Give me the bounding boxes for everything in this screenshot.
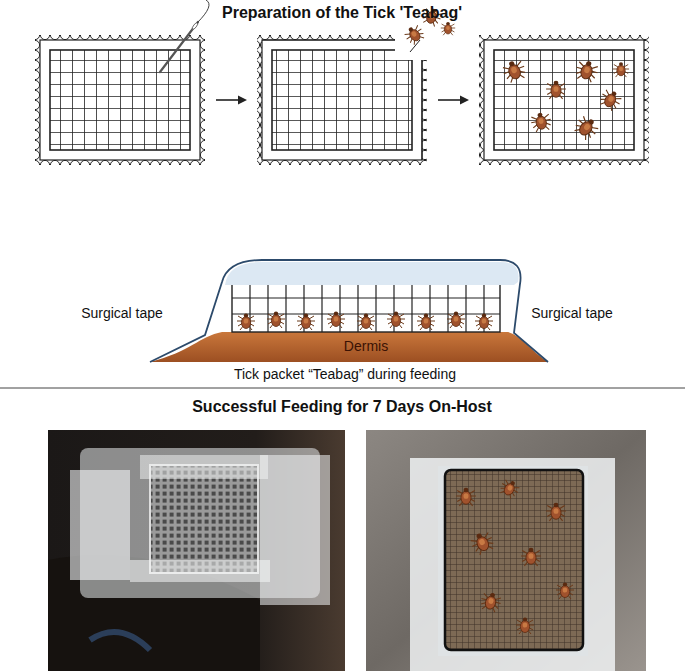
- mesh-square: [257, 30, 435, 165]
- arrow: [438, 96, 469, 105]
- part-label: Surgical tape: [531, 305, 613, 321]
- needle: [160, 0, 209, 72]
- section-heading: Successful Feeding for 7 Days On-Host: [192, 398, 492, 416]
- part-label: Surgical tape: [81, 305, 163, 321]
- divider: [0, 388, 685, 389]
- part-label: Dermis: [344, 338, 388, 354]
- figure-caption: Tick packet “Teabag” during feeding: [234, 366, 456, 382]
- photo-right: [366, 430, 646, 671]
- mesh-square: [479, 35, 649, 165]
- mesh-square: [35, 35, 205, 165]
- photo-left: [48, 430, 345, 671]
- side-view: [150, 260, 548, 362]
- title: Preparation of the Tick 'Teabag': [222, 4, 462, 22]
- arrow: [216, 96, 247, 105]
